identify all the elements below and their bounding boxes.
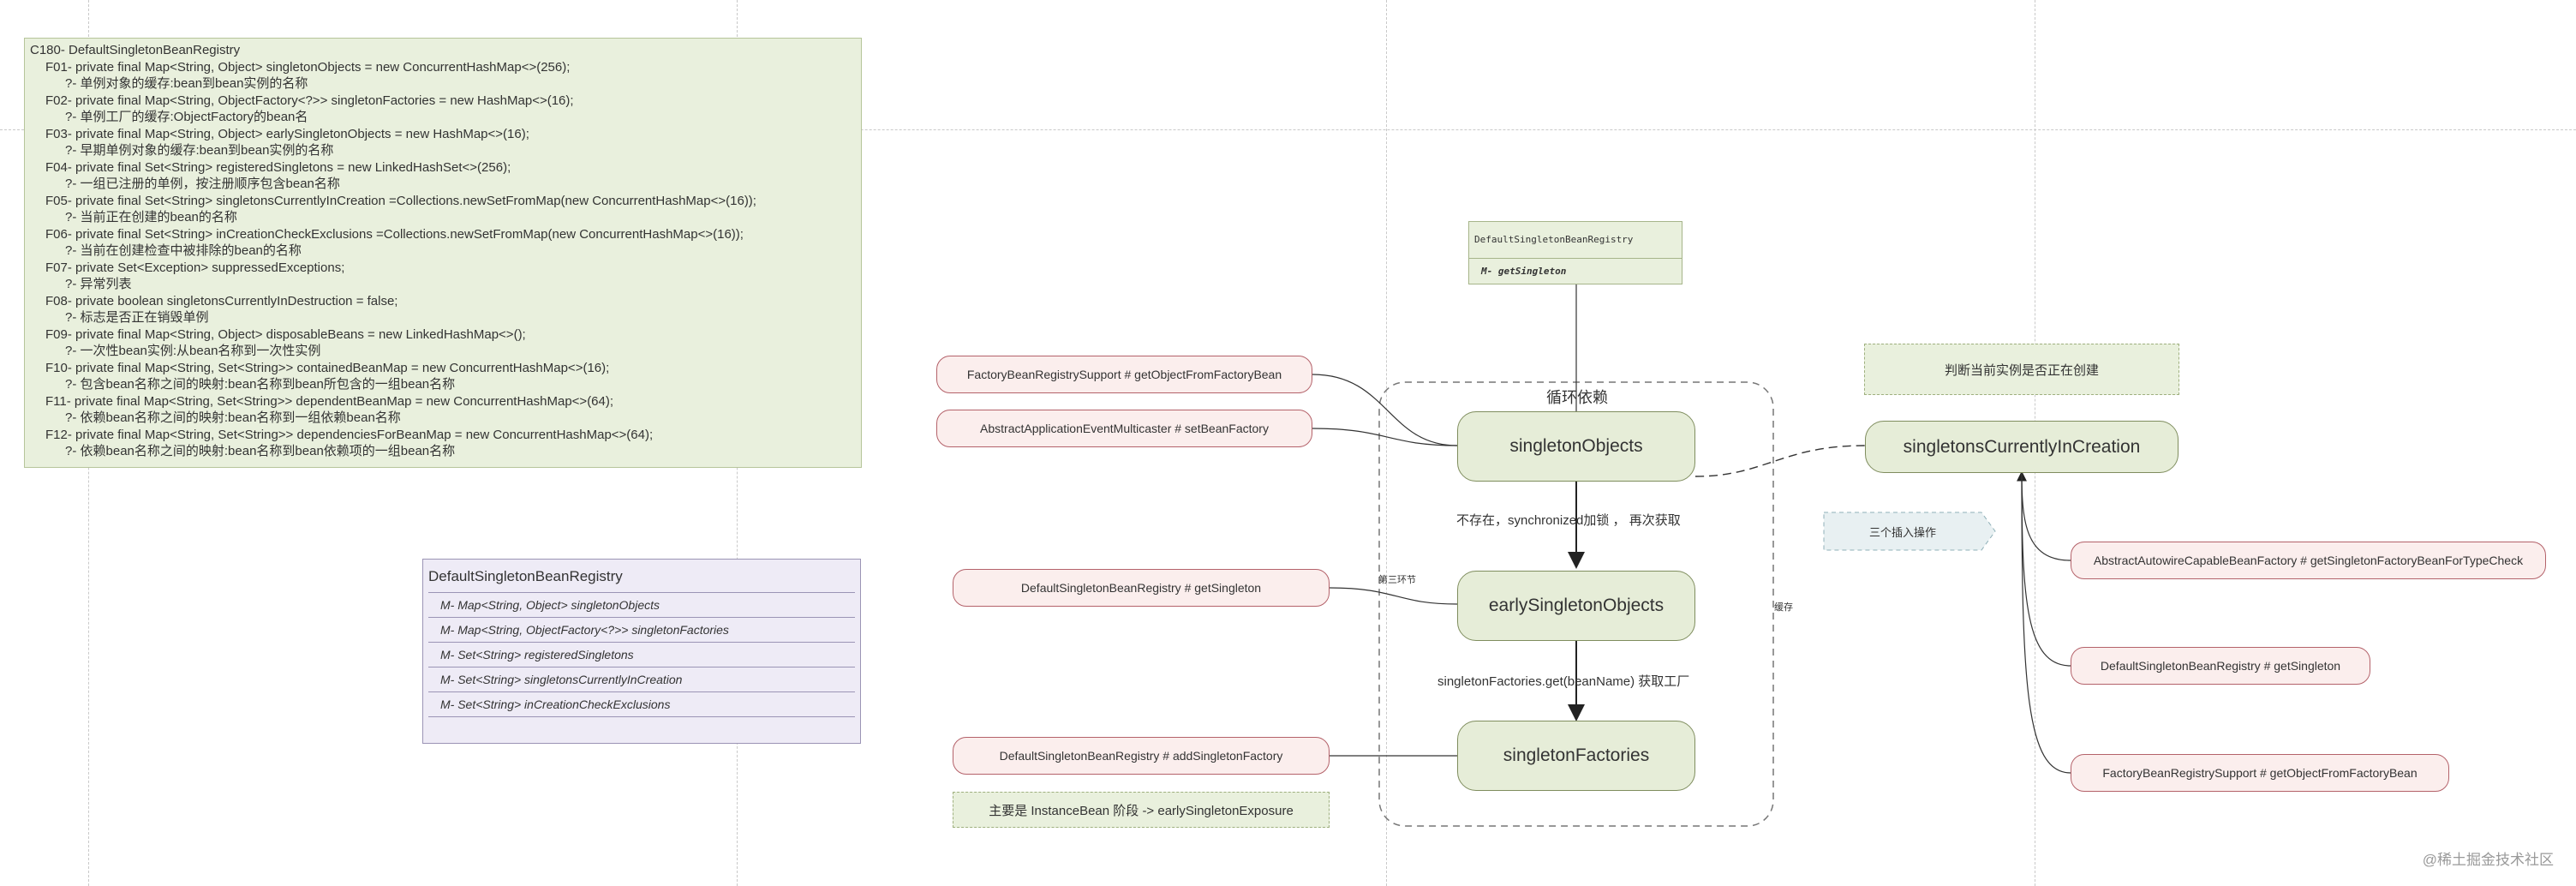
caller-right: DefaultSingletonBeanRegistry # getSingle… xyxy=(2071,647,2370,685)
note-line: ?- 当前正在创建的bean的名称 xyxy=(65,210,237,224)
note-main-stage: 主要是 InstanceBean 阶段 -> earlySingletonExp… xyxy=(953,792,1330,828)
note-line: ?- 包含bean名称之间的映射:bean名称到bean所包含的一组bean名称 xyxy=(65,377,456,392)
watermark: @稀土掘金技术社区 xyxy=(2422,852,2554,868)
note-line: ?- 一组已注册的单例，按注册顺序包含bean名称 xyxy=(65,177,340,191)
note-line: ?- 依赖bean名称之间的映射:bean名称到一组依赖bean名称 xyxy=(65,410,401,425)
class-member: M- Map<String, Object> singletonObjects xyxy=(428,592,855,617)
note-line: F09- private final Map<String, Object> d… xyxy=(45,326,526,342)
note-line: ?- 异常列表 xyxy=(65,277,132,291)
note-line: C180- DefaultSingletonBeanRegistry xyxy=(30,43,241,57)
caller-right: FactoryBeanRegistrySupport # getObjectFr… xyxy=(2071,754,2449,792)
note-line: ?- 单例工厂的缓存:ObjectFactory的bean名 xyxy=(65,110,308,124)
small-class-title: DefaultSingletonBeanRegistry xyxy=(1469,222,1682,259)
edge-label-get-factory: singletonFactories.get(beanName) 获取工厂 xyxy=(1437,674,1690,689)
guide-line xyxy=(0,129,2576,130)
class-member-box: DefaultSingletonBeanRegistry M- Map<Stri… xyxy=(422,559,861,744)
node-singleton-factories: singletonFactories xyxy=(1457,721,1695,791)
edge-label-cache: 缓存 xyxy=(1774,602,1793,613)
note-line: F03- private final Map<String, Object> e… xyxy=(45,126,529,141)
caller-left: AbstractApplicationEventMulticaster # se… xyxy=(936,410,1312,447)
caller-right: AbstractAutowireCapableBeanFactory # get… xyxy=(2071,542,2546,579)
node-early-singleton-objects: earlySingletonObjects xyxy=(1457,571,1695,641)
note-line: F11- private final Map<String, Set<Strin… xyxy=(45,393,614,409)
field-notes: C180- DefaultSingletonBeanRegistry F01- … xyxy=(24,38,862,468)
note-line: F01- private final Map<String, Object> s… xyxy=(45,59,571,75)
note-three-ops: 三个插入操作 xyxy=(1869,526,1937,539)
note-line: F06- private final Set<String> inCreatio… xyxy=(45,226,744,242)
get-singleton-class: DefaultSingletonBeanRegistry M- getSingl… xyxy=(1468,221,1682,284)
caller-left: DefaultSingletonBeanRegistry # getSingle… xyxy=(953,569,1330,607)
class-member: M- Map<String, ObjectFactory<?>> singlet… xyxy=(428,617,855,642)
class-member: M- Set<String> singletonsCurrentlyInCrea… xyxy=(428,667,855,691)
edge-label-lock: 不存在，synchronized加锁 ， 再次获取 xyxy=(1456,513,1681,528)
class-title: DefaultSingletonBeanRegistry xyxy=(428,568,623,584)
node-singleton-objects: singletonObjects xyxy=(1457,411,1695,482)
note-line: F12- private final Map<String, Set<Strin… xyxy=(45,427,654,442)
note-line: ?- 标志是否正在销毁单例 xyxy=(65,310,209,325)
note-line: F02- private final Map<String, ObjectFac… xyxy=(45,93,574,108)
note-line: F08- private boolean singletonsCurrently… xyxy=(45,293,398,308)
note-line: F10- private final Map<String, Set<Strin… xyxy=(45,360,610,375)
class-member: M- Set<String> registeredSingletons xyxy=(428,642,855,667)
note-line: F07- private Set<Exception> suppressedEx… xyxy=(45,260,345,275)
guide-line xyxy=(1386,0,1387,886)
note-line: ?- 依赖bean名称之间的映射:bean名称到bean依赖项的一组bean名称 xyxy=(65,444,456,458)
cycle-group-label: 循环依赖 xyxy=(1546,389,1608,406)
small-class-method: M- getSingleton xyxy=(1481,266,1567,277)
caller-left: DefaultSingletonBeanRegistry # addSingle… xyxy=(953,737,1330,775)
note-line: F05- private final Set<String> singleton… xyxy=(45,193,756,208)
note-line: ?- 一次性bean实例:从bean名称到一次性实例 xyxy=(65,344,321,358)
caller-left: FactoryBeanRegistrySupport # getObjectFr… xyxy=(936,356,1312,393)
note-line: ?- 单例对象的缓存:bean到bean实例的名称 xyxy=(65,76,308,91)
note-line: F04- private final Set<String> registere… xyxy=(45,159,511,175)
node-singletons-in-creation: singletonsCurrentlyInCreation xyxy=(1865,421,2179,473)
edge-label-third: 第三环节 xyxy=(1378,575,1416,585)
three-ops-shape xyxy=(1823,512,1996,551)
note-creating-check: 判断当前实例是否正在创建 xyxy=(1864,344,2179,395)
note-line: ?- 当前在创建检查中被排除的bean的名称 xyxy=(65,243,302,258)
class-member: M- Set<String> inCreationCheckExclusions xyxy=(428,691,855,717)
note-line: ?- 早期单例对象的缓存:bean到bean实例的名称 xyxy=(65,143,334,158)
